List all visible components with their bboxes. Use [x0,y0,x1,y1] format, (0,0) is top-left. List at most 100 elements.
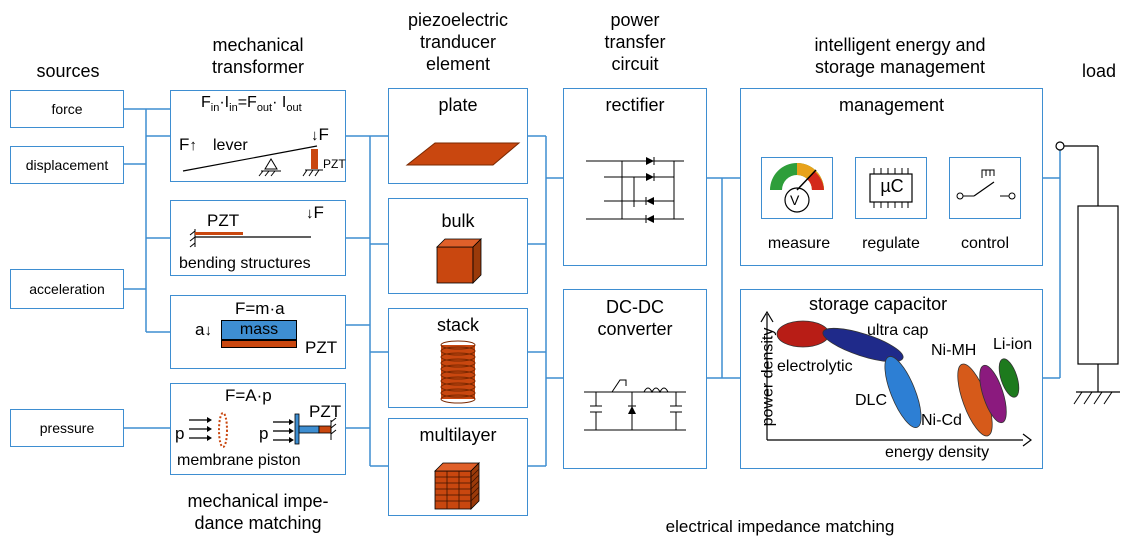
rectifier-circuit-icon [586,157,684,223]
source-force: force [10,90,124,128]
pressure-p1: p [175,424,185,443]
mass-pzt-layer [221,340,297,348]
source-pressure: pressure [10,409,124,447]
mass-block: mass [221,320,297,340]
header-power-line2: transfer [604,32,666,52]
mech-lever-box: Fin·Iin=Fout· Iout F↑ lever ↓F PZT [170,90,346,182]
header-load: load [1081,61,1117,81]
mech-mass-box: F=m·a a↓ mass PZT [170,295,346,369]
header-piezo: piezoelectric tranducer element [378,9,538,75]
lever-drawing [182,145,323,177]
management-title: management [838,95,945,115]
region-nimh [979,364,1007,424]
pressure-p2: p [259,424,269,443]
source-pressure-label: pressure [39,420,95,436]
footer-mech-line1: mechanical impe- [187,491,329,511]
stack-icon [440,340,476,404]
label-nimh: Ni-MH [931,342,977,359]
element-bulk-label: bulk [441,211,475,231]
microcontroller-icon [869,168,913,208]
header-sources: sources [36,61,100,81]
region-ultracap [822,327,904,363]
bending-drawing [189,229,311,248]
lever-equation: Fin·Iin=Fout· Iout [201,94,302,115]
mech-bending-box: PZT ↓F bending structures [170,200,346,276]
storage-title: storage capacitor [809,294,948,314]
dcdc-line2: converter [597,319,673,339]
mech-pressure-box: F=A·p PZT p p membrane piston [170,383,346,475]
control-icon-box [949,157,1021,219]
lever-label: lever [213,137,248,154]
footer-mech-line2: dance matching [194,513,322,533]
header-intelligent: intelligent energy and storage managemen… [770,34,1030,78]
regulate-label: regulate [862,235,920,252]
element-plate-label: plate [438,95,478,115]
label-liion: Li-ion [993,336,1033,353]
measure-label: measure [767,235,831,252]
mass-accel: a↓ [195,320,212,339]
source-displacement: displacement [10,146,124,184]
management-box: management V measure µC regulate [740,88,1043,266]
storage-box: storage capacitor power density energy d… [740,289,1043,469]
source-displacement-label: displacement [25,157,109,173]
header-piezo-line1: piezoelectric [407,10,509,30]
pressure-drawing [189,412,337,448]
dcdc-line1: DC-DC [606,297,664,317]
lever-force-right: ↓F [311,125,329,144]
pressure-label: membrane piston [177,452,301,469]
meter-icon [770,163,824,213]
source-acceleration-label: acceleration [29,281,105,297]
header-intelligent-line1: intelligent energy and [814,35,986,55]
header-piezo-line2: tranducer [419,32,497,52]
mass-equation: F=m·a [235,299,285,318]
dcdc-box: DC-DC converter [563,289,707,469]
region-liion [998,358,1020,398]
label-dlc: DLC [855,392,888,409]
header-power: power transfer circuit [560,9,710,75]
mass-pzt-label: PZT [305,338,338,357]
header-mech-transformer: mechanical transformer [178,34,338,78]
ragone-plot [760,310,1032,447]
label-nicd: Ni-Cd [921,412,962,429]
header-power-line3: circuit [611,54,659,74]
storage-ylabel: power density [759,327,777,427]
dcdc-circuit-icon [584,379,686,431]
header-mech-line2: transformer [211,57,305,77]
load-resistor-icon [1055,141,1120,405]
header-power-line1: power [610,10,660,30]
multilayer-icon [434,462,480,510]
plate-icon [405,142,521,166]
element-plate-box: plate [388,88,528,184]
element-stack-label: stack [436,315,479,335]
control-label: control [960,235,1010,252]
element-multilayer-label: multilayer [419,425,497,445]
bending-pzt-label: PZT [207,211,240,230]
meter-symbol: V [790,192,800,208]
pressure-equation: F=A·p [225,386,272,405]
source-acceleration: acceleration [10,269,124,309]
label-electrolytic: electrolytic [777,358,853,375]
chip-label: µC [880,176,904,196]
rectifier-box: rectifier [563,88,707,266]
storage-xlabel: energy density [885,444,990,461]
footer-elec-impedance: electrical impedance matching [665,517,895,536]
header-intelligent-line2: storage management [814,57,986,77]
element-multilayer-box: multilayer [388,418,528,516]
bending-force: ↓F [306,203,324,222]
source-force-label: force [51,101,83,117]
region-dlc [884,356,922,428]
rectifier-label: rectifier [605,95,665,115]
lever-pzt-label: PZT [323,157,346,171]
dcdc-label: DC-DC converter [564,296,706,340]
region-electrolytic [776,320,830,348]
measure-icon-box: V [761,157,833,219]
header-piezo-line3: element [425,54,491,74]
pressure-pzt-label: PZT [309,402,342,421]
label-ultracap: ultra cap [867,322,929,339]
header-mech-line1: mechanical [212,35,304,55]
bending-label: bending structures [179,255,311,272]
regulate-icon-box: µC [855,157,927,219]
footer-mech-impedance: mechanical impe- dance matching [168,490,348,534]
lever-force-left: F↑ [179,135,197,154]
